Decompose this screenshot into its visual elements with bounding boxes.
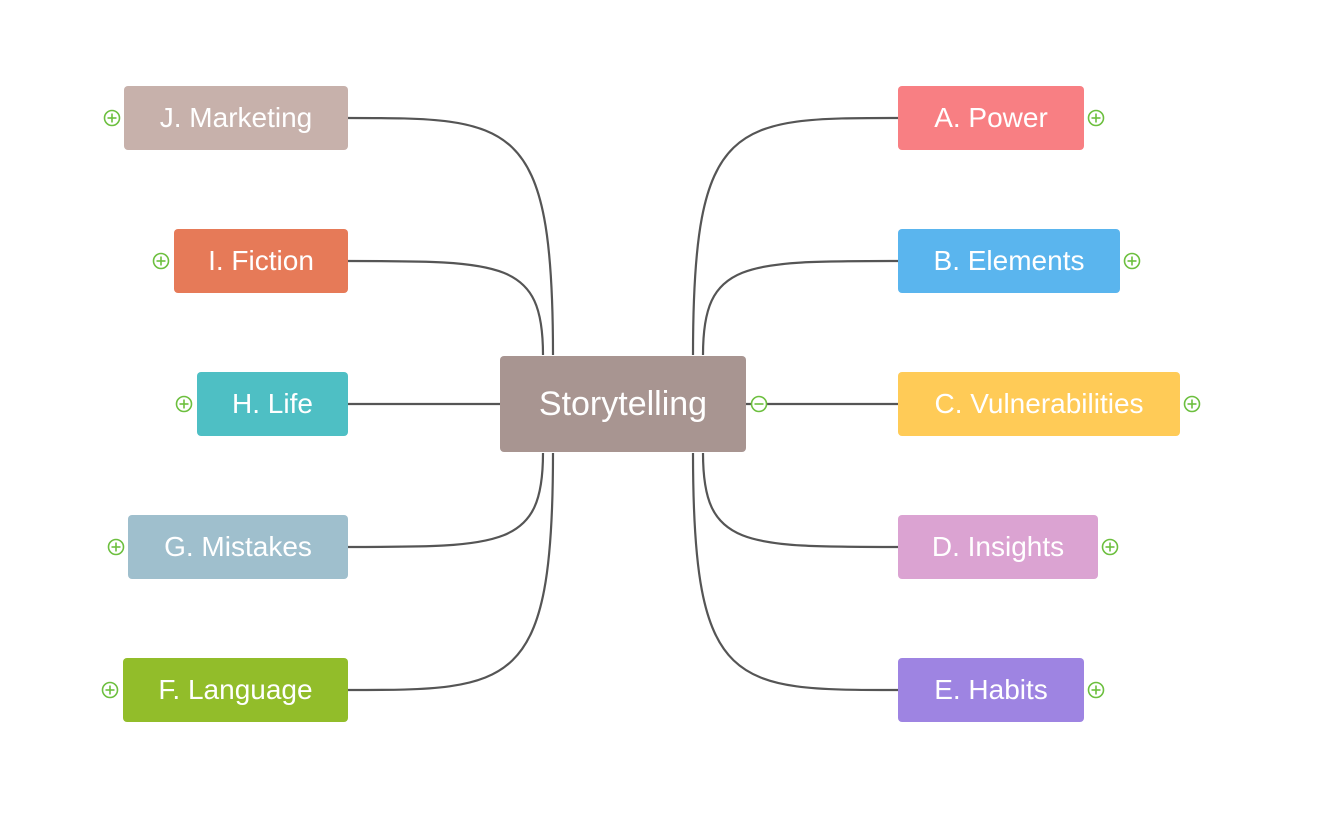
topic-j-marketing[interactable]: J. Marketing (124, 86, 348, 150)
expand-icon[interactable] (152, 252, 170, 270)
expand-icon[interactable] (175, 395, 193, 413)
topic-a-power[interactable]: A. Power (898, 86, 1084, 150)
expand-icon[interactable] (1101, 538, 1119, 556)
central-topic[interactable]: Storytelling (500, 356, 746, 452)
expand-icon[interactable] (1123, 252, 1141, 270)
expand-icon[interactable] (107, 538, 125, 556)
topic-b-elements[interactable]: B. Elements (898, 229, 1120, 293)
expand-icon[interactable] (103, 109, 121, 127)
topic-e-habits[interactable]: E. Habits (898, 658, 1084, 722)
topic-h-life[interactable]: H. Life (197, 372, 348, 436)
topic-c-vulnerabilities[interactable]: C. Vulnerabilities (898, 372, 1180, 436)
connector-line (691, 116, 899, 356)
connector-line (347, 116, 555, 356)
connector-line (701, 259, 899, 356)
topic-i-fiction[interactable]: I. Fiction (174, 229, 348, 293)
connector-line (347, 259, 545, 356)
connector-line (701, 452, 899, 549)
expand-icon[interactable] (1087, 109, 1105, 127)
connector-line (347, 452, 545, 549)
topic-d-insights[interactable]: D. Insights (898, 515, 1098, 579)
connector-line (347, 452, 555, 692)
topic-f-language[interactable]: F. Language (123, 658, 348, 722)
expand-icon[interactable] (101, 681, 119, 699)
expand-icon[interactable] (1183, 395, 1201, 413)
expand-icon[interactable] (1087, 681, 1105, 699)
collapse-icon[interactable] (750, 395, 768, 413)
connector-line (691, 452, 899, 692)
topic-g-mistakes[interactable]: G. Mistakes (128, 515, 348, 579)
